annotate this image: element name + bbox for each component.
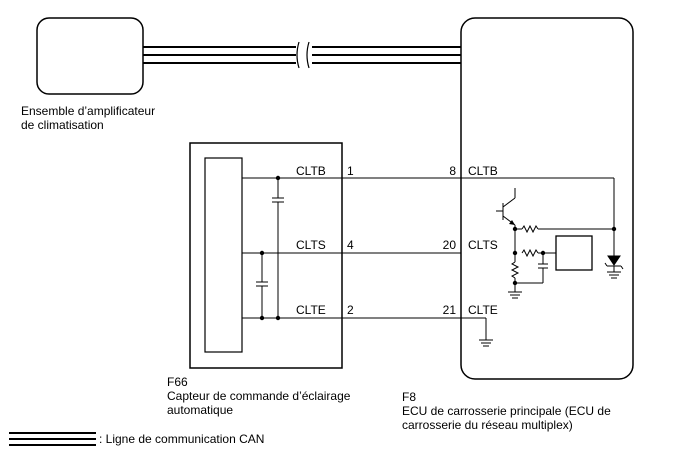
can-line-break-mark (296, 41, 310, 69)
body-ecu-name-line1: ECU de carrosserie principale (ECU de (402, 404, 611, 418)
sensor-pin-2: 2 (347, 303, 354, 317)
ac-amplifier-box (36, 17, 144, 95)
harness-wires (342, 177, 461, 319)
transistor-emitter-arrow (509, 220, 515, 225)
ecu-ic-block (555, 235, 593, 271)
legend-can-symbol (9, 432, 96, 446)
light-sensor-label: F66 Capteur de commande d’éclairage auto… (167, 375, 350, 417)
sensor-internal-wiring (242, 177, 342, 319)
ac-amplifier-label: Ensemble d’amplificateur de climatisatio… (21, 104, 155, 132)
sensor-pin-4: 4 (347, 238, 354, 252)
sensor-junction-dots (259, 175, 281, 321)
ecu-signal-cltb: CLTB (468, 164, 498, 178)
ecu-signal-clts: CLTS (468, 238, 498, 252)
can-bus-line (143, 46, 461, 64)
sensor-pin-1: 1 (347, 164, 354, 178)
ecu-signal-clte: CLTE (468, 303, 498, 317)
ecu-internal-circuit (461, 177, 624, 347)
body-ecu-code: F8 (402, 390, 417, 404)
ecu-junction-dots (512, 226, 617, 286)
body-ecu-box (460, 17, 634, 380)
light-sensor-box (189, 142, 343, 369)
ac-amplifier-label-line2: de climatisation (21, 118, 104, 132)
ecu-pin-20: 20 (443, 238, 457, 252)
sensor-signal-cltb: CLTB (296, 164, 326, 178)
light-sensor-name-line1: Capteur de commande d’éclairage (167, 389, 351, 403)
sensor-signal-clte: CLTE (296, 303, 326, 317)
body-ecu-name-line2: carrosserie du réseau multiplex) (402, 418, 573, 432)
ecu-pin-8: 8 (449, 164, 456, 178)
ac-amplifier-label-line1: Ensemble d’amplificateur (21, 104, 156, 118)
light-sensor-name-line2: automatique (167, 403, 234, 417)
body-ecu-label: F8 ECU de carrosserie principale (ECU de… (402, 390, 611, 432)
legend-can-label: : Ligne de communication CAN (99, 432, 265, 446)
ecu-pin-21: 21 (443, 303, 457, 317)
sensor-signal-clts: CLTS (296, 238, 326, 252)
sensor-element-block (204, 157, 243, 353)
light-sensor-code: F66 (167, 375, 188, 389)
